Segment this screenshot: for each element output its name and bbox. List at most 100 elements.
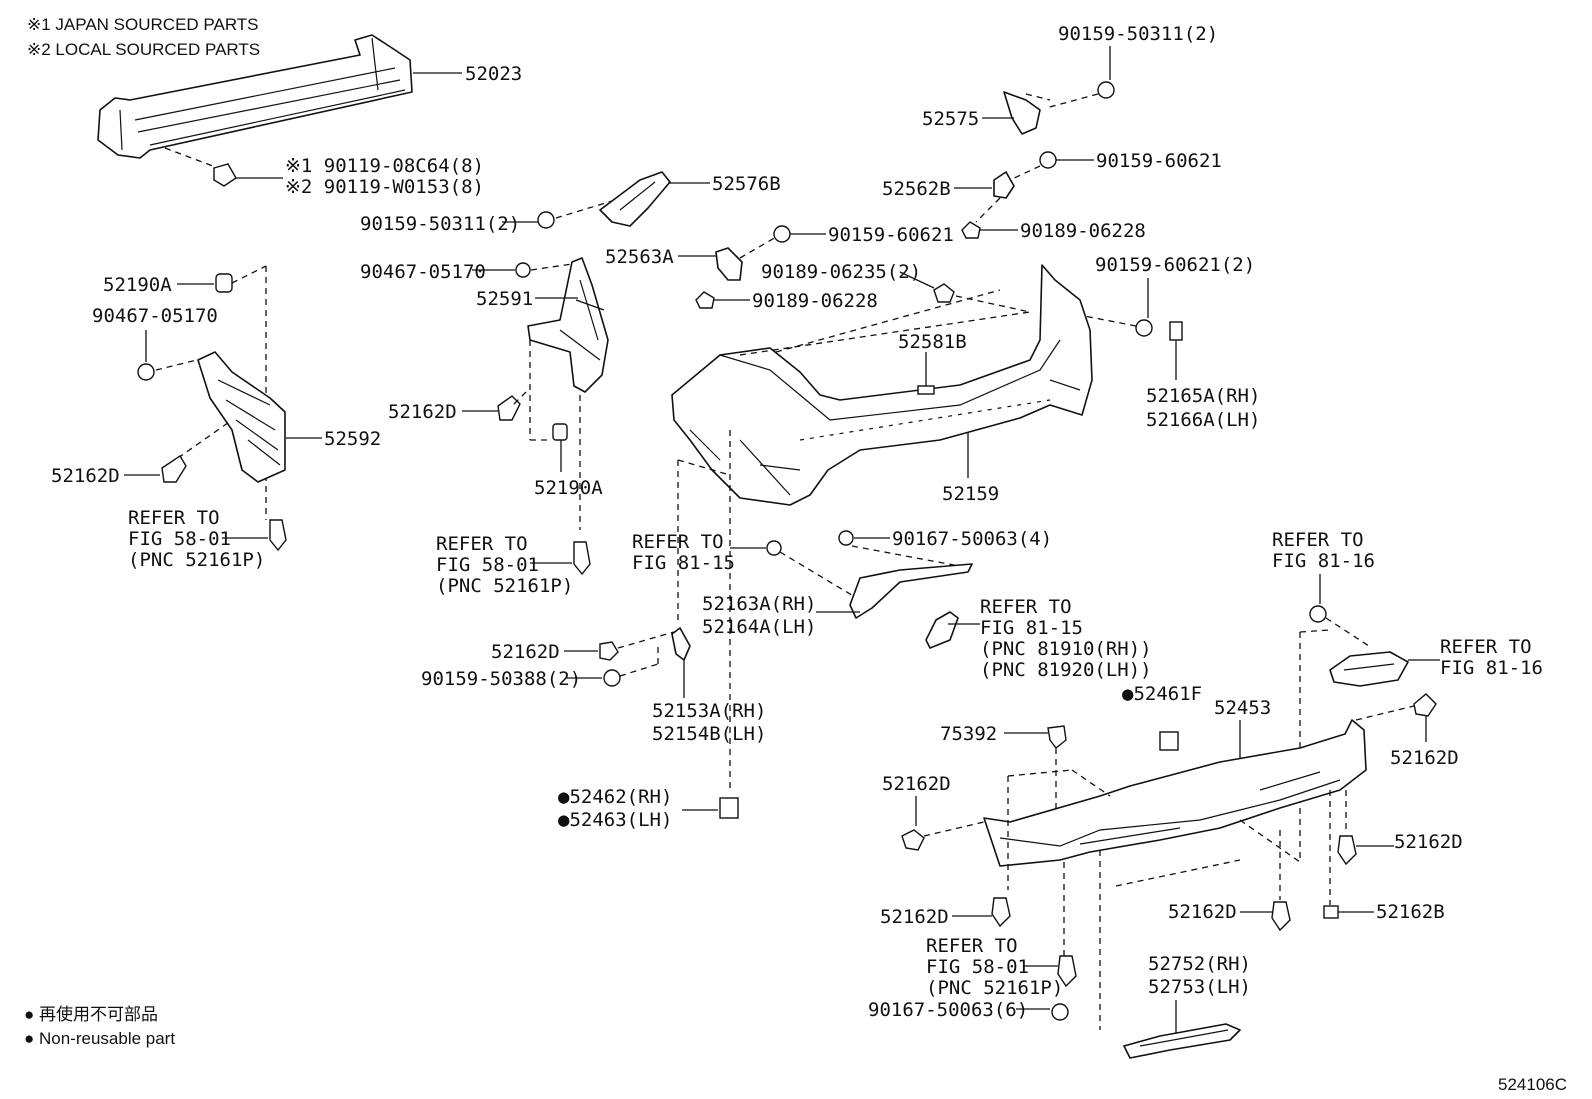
refer-16a-1[interactable]: REFER TO: [1272, 529, 1364, 551]
refer-middle-2[interactable]: FIG 58-01: [436, 554, 539, 576]
refer-middle-3[interactable]: (PNC 52161P): [436, 575, 573, 597]
clip-81-16[interactable]: [1309, 605, 1327, 623]
refer-middle-1[interactable]: REFER TO: [436, 533, 528, 555]
label-90189-06228-b: 90189-06228: [1020, 220, 1146, 242]
nut-90467-middle[interactable]: [515, 262, 531, 278]
clip-52161P-bottom[interactable]: [1057, 955, 1077, 988]
nut-90189-06235[interactable]: [933, 283, 955, 303]
bolt-90119[interactable]: [213, 163, 237, 187]
reflector-52163A[interactable]: [849, 563, 973, 619]
bolt-90159-50311-b[interactable]: [1097, 81, 1115, 99]
label-52591: 52591: [476, 288, 533, 310]
clip-52190A-left[interactable]: [215, 273, 233, 293]
label-52463: ●52463(LH): [558, 809, 672, 831]
label-52563A: 52563A: [605, 246, 674, 268]
bracket-52576B[interactable]: [599, 171, 671, 227]
refer-right-2[interactable]: FIG 81-15: [980, 617, 1083, 639]
label-52162D-r1: 52162D: [1390, 747, 1459, 769]
label-90159-50388: 90159-50388(2): [421, 668, 581, 690]
clip-52162D-r1[interactable]: [1413, 693, 1437, 717]
refer-right-1[interactable]: REFER TO: [980, 596, 1072, 618]
label-52164A: 52164A(LH): [702, 616, 816, 638]
label-52461F: ●52461F: [1122, 683, 1202, 705]
label-52753: 52753(LH): [1148, 976, 1251, 998]
note-local-sourced: ※2 LOCAL SOURCED PARTS: [27, 40, 260, 59]
label-52162D-middle: 52162D: [388, 401, 457, 423]
label-90467-middle: 90467-05170: [360, 261, 486, 283]
refer-bottom-3[interactable]: (PNC 52161P): [926, 977, 1063, 999]
nut-90189-06228-b[interactable]: [961, 221, 981, 239]
bracket-52562B[interactable]: [993, 171, 1015, 199]
pad-52462[interactable]: [719, 797, 739, 819]
lower-cover-52453[interactable]: [983, 719, 1367, 867]
label-52162D-left: 52162D: [51, 465, 120, 487]
label-90189-06235: 90189-06235(2): [761, 261, 921, 283]
clip-52162D-middle[interactable]: [497, 395, 521, 421]
clip-52162D-left[interactable]: [161, 455, 187, 483]
clip-52162D-center[interactable]: [599, 641, 619, 661]
reflector-81-16[interactable]: [1329, 651, 1409, 687]
clip-52162D-r2[interactable]: [1337, 835, 1357, 866]
refer-16b-2[interactable]: FIG 81-16: [1440, 657, 1543, 679]
bracket-52575[interactable]: [1003, 91, 1041, 135]
label-52165A: 52165A(RH): [1146, 385, 1260, 407]
bolt-90159-60621-2[interactable]: [1135, 319, 1153, 337]
pad-52165A[interactable]: [1169, 321, 1183, 341]
refer-left-2[interactable]: FIG 58-01: [128, 528, 231, 550]
refer-bottom-1[interactable]: REFER TO: [926, 935, 1018, 957]
label-90119-local: ※2 90119-W0153(8): [285, 176, 484, 198]
bolt-90167-50063-4[interactable]: [838, 530, 854, 546]
clip-75392[interactable]: [1047, 725, 1067, 749]
garnish-52752[interactable]: [1123, 1023, 1241, 1059]
refer-center-1[interactable]: REFER TO: [632, 531, 724, 553]
label-90159-50311-a: 90159-50311(2): [360, 213, 520, 235]
refer-bottom-2[interactable]: FIG 58-01: [926, 956, 1029, 978]
bolt-90159-50388[interactable]: [603, 669, 621, 687]
refer-left-3[interactable]: (PNC 52161P): [128, 549, 265, 571]
bracket-52563A[interactable]: [715, 247, 743, 281]
clip-52162D-b1[interactable]: [901, 829, 925, 851]
label-90167-50063-6: 90167-50063(6): [868, 999, 1028, 1021]
nut-90467-left[interactable]: [137, 363, 155, 381]
refer-left-1[interactable]: REFER TO: [128, 507, 220, 529]
bracket-52591[interactable]: [527, 257, 609, 393]
label-75392: 75392: [940, 723, 997, 745]
nut-90189-06228-a[interactable]: [695, 291, 715, 309]
note-japan-sourced: ※1 JAPAN SOURCED PARTS: [27, 15, 259, 34]
label-90159-60621-a: 90159-60621: [828, 224, 954, 246]
pad-52581B[interactable]: [917, 385, 935, 395]
legend-japanese: ● 再使用不可部品: [24, 1004, 158, 1024]
clip-52162D-b3[interactable]: [1271, 901, 1291, 932]
reflector-lamp-81910[interactable]: [925, 611, 959, 649]
label-52562B: 52562B: [882, 178, 951, 200]
clip-52190A-middle[interactable]: [552, 423, 568, 441]
label-52462: ●52462(RH): [558, 786, 672, 808]
clip-81-15-center[interactable]: [766, 540, 782, 556]
refer-right-3[interactable]: (PNC 81910(RH)): [980, 638, 1152, 660]
bumper-cover-52159[interactable]: [671, 264, 1093, 506]
bolt-90159-50311-a[interactable]: [537, 211, 555, 229]
clip-52162D-b2[interactable]: [991, 897, 1011, 928]
refer-center-2[interactable]: FIG 81-15: [632, 552, 735, 574]
bolt-90167-50063-6[interactable]: [1051, 1003, 1069, 1021]
legend-non-reusable: ● Non-reusable part: [24, 1029, 175, 1048]
refer-right-4[interactable]: (PNC 81920(LH)): [980, 659, 1152, 681]
clip-52161P-middle[interactable]: [573, 541, 591, 576]
label-52162D-b3: 52162D: [1168, 901, 1237, 923]
bracket-52592[interactable]: [197, 351, 286, 483]
clip-52162B[interactable]: [1323, 905, 1339, 919]
label-90119-japan: ※1 90119-08C64(8): [285, 155, 484, 177]
refer-16b-1[interactable]: REFER TO: [1440, 636, 1532, 658]
label-52576B: 52576B: [712, 173, 781, 195]
refer-16a-2[interactable]: FIG 81-16: [1272, 550, 1375, 572]
bracket-52153A[interactable]: [671, 627, 691, 661]
label-52162D-b1: 52162D: [882, 773, 951, 795]
pad-52461F[interactable]: [1159, 731, 1179, 751]
bolt-90159-60621-b[interactable]: [1039, 151, 1057, 169]
bumper-reinforcement-52023[interactable]: [97, 34, 413, 159]
clip-52161P-left[interactable]: [269, 519, 287, 552]
label-52190A-left: 52190A: [103, 274, 172, 296]
label-52162D-center: 52162D: [491, 641, 560, 663]
bolt-90159-60621-a[interactable]: [773, 225, 791, 243]
